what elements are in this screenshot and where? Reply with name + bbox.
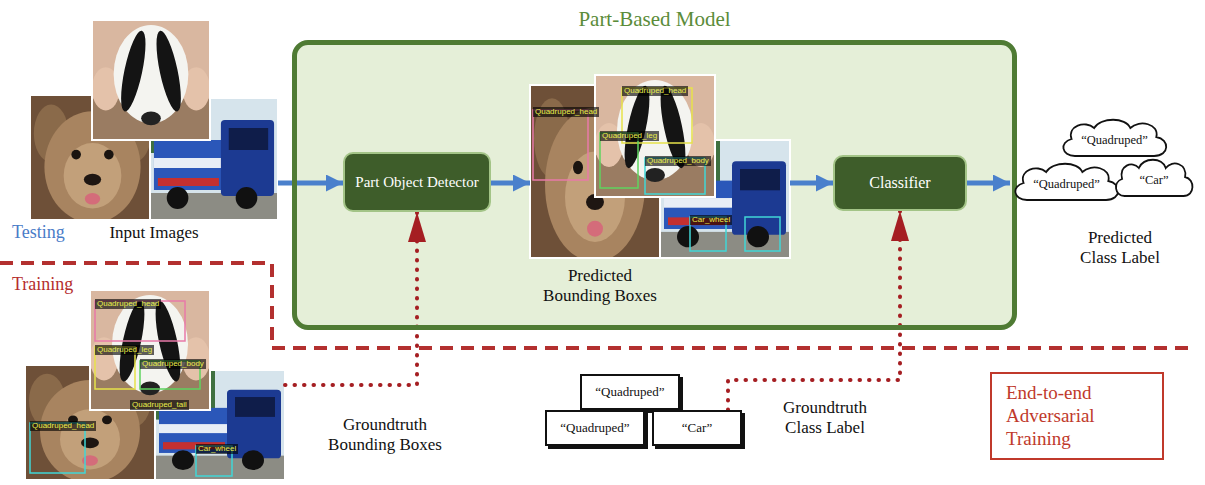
input-images: Input Images — [30, 20, 278, 220]
training-box: End-to-end Adversarial Training — [990, 372, 1164, 460]
badger-photo — [92, 20, 210, 140]
label-paper: “Car” — [652, 410, 742, 446]
paper-label: “Quadruped” — [595, 384, 664, 400]
part-tag: Quadruped_head — [622, 86, 688, 96]
label-holder: Quadruped_leg — [95, 338, 154, 356]
part-tag: Quadruped_tail — [130, 400, 189, 410]
flow-arrow — [967, 181, 1010, 186]
label-holder: Quadruped_head — [30, 414, 96, 432]
label-holder: Predicted Class Label — [1070, 228, 1170, 267]
cloud-label: “Quadruped” — [1033, 177, 1100, 192]
label-holder: Quadruped_body — [140, 352, 206, 370]
cloud-outline — [1063, 120, 1166, 156]
training-label: End-to-end Adversarial Training — [1006, 381, 1148, 451]
cloud-label: “Quadruped” — [1081, 133, 1148, 148]
box-label: Classifier — [844, 173, 956, 192]
label-holder: Groundtruth Class Label — [770, 398, 880, 437]
bounding-box — [745, 217, 780, 251]
caption-label: Groundtruth Class Label — [770, 398, 880, 437]
label-holder: Car_wheel — [690, 208, 732, 226]
caption-holder: Groundtruth Bounding Boxes — [325, 415, 445, 454]
part-tag: Quadruped_leg — [600, 131, 659, 141]
model-ground — [294, 42, 1015, 328]
detector-box: Part Object Detector — [343, 152, 491, 212]
image-caption: Groundtruth Bounding Boxes — [325, 415, 445, 454]
label-holder: Training — [12, 274, 73, 295]
part-tag: Quadruped_head — [533, 107, 599, 117]
part-tag: Quadruped_leg — [95, 345, 154, 355]
cloud-label: “Car” — [1139, 173, 1168, 188]
part-tag: Quadruped_head — [95, 299, 161, 309]
title-holder: Part-Based Model — [297, 7, 1012, 32]
caption-holder: Predicted Bounding Boxes — [540, 266, 660, 305]
training-arrow — [728, 211, 900, 410]
badger-photo — [90, 290, 210, 410]
phase-label: Testing — [12, 222, 65, 243]
caption-holder: Input Images — [30, 223, 278, 243]
photo-frame — [595, 75, 715, 197]
label-holder: Quadruped_leg — [600, 124, 659, 142]
box-label: Part Object Detector — [355, 173, 479, 191]
image-caption: Input Images — [30, 223, 278, 243]
label-holder: Quadruped_head — [622, 79, 688, 97]
label-holder: Quadruped_head — [95, 292, 161, 310]
cloud-outline — [1116, 160, 1192, 196]
predicted-images: Predicted Bounding Boxes — [530, 75, 790, 258]
bounding-box — [600, 133, 638, 188]
cloud-outline — [1015, 164, 1118, 200]
label-holder: Quadruped_tail — [130, 393, 189, 411]
part-tag: Quadruped_body — [140, 359, 206, 369]
part-tag: Car_wheel — [690, 215, 732, 225]
part-tag: Quadruped_head — [30, 421, 96, 431]
classifier-box: Classifier — [833, 155, 967, 211]
flow-arrow — [790, 181, 833, 186]
label-paper: “Quadruped” — [580, 374, 680, 410]
class-cloud: “Quadruped” — [1010, 160, 1123, 204]
training-arrow — [285, 212, 417, 385]
class-cloud: “Quadruped” — [1058, 116, 1171, 160]
label-holder: Car_wheel — [196, 437, 238, 455]
paper-label: “Car” — [682, 420, 712, 436]
model-title: Part-Based Model — [578, 7, 730, 32]
flow-arrow — [278, 181, 343, 186]
caption-label: Predicted Class Label — [1070, 228, 1170, 267]
training-images: Groundtruth Bounding Boxes — [25, 290, 285, 480]
class-cloud: “Car” — [1112, 156, 1196, 200]
image-caption: Predicted Bounding Boxes — [540, 266, 660, 305]
badger-photo — [595, 75, 715, 197]
model-frame: Part-Based ModelPart Object DetectorPred… — [292, 40, 1017, 330]
flow-arrow — [491, 181, 530, 186]
part-tag: Car_wheel — [196, 444, 238, 454]
part-tag: Quadruped_body — [645, 156, 711, 166]
paper-label: “Quadruped” — [560, 420, 629, 436]
phase-label: Training — [12, 274, 73, 295]
bounding-box — [533, 110, 588, 180]
label-paper: “Quadruped” — [545, 410, 645, 446]
label-holder: Quadruped_head — [533, 100, 599, 118]
photo-frame — [92, 20, 210, 140]
label-holder: Testing — [12, 222, 65, 243]
photo-frame — [90, 290, 210, 410]
label-holder: Quadruped_body — [645, 149, 711, 167]
